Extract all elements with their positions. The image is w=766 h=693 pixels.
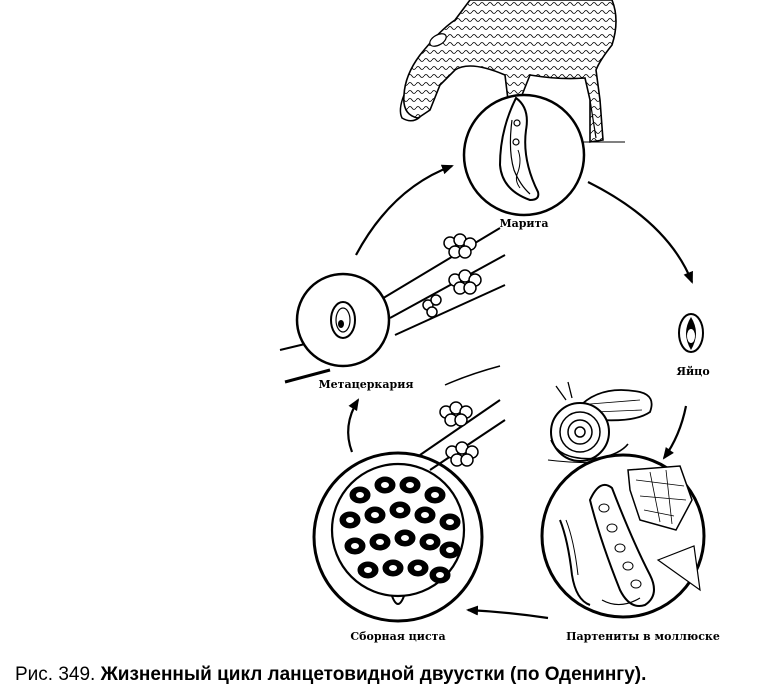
label-metacercaria: Метацеркария (319, 378, 414, 391)
label-marita: Марита (499, 217, 548, 230)
marita-stage: Марита (462, 93, 586, 230)
grass-with-cysts-lower (419, 365, 506, 471)
metacercaria-stage: Метацеркария (295, 272, 414, 391)
sheep-illustration (399, 0, 625, 151)
label-parthenites: Партениты в моллюске (566, 630, 720, 643)
label-cyst: Сборная циста (350, 630, 445, 643)
cycle-arrows (347, 164, 694, 620)
arrow-metacercaria-to-marita (355, 164, 454, 256)
arrow-cyst-to-metacercaria (347, 398, 360, 453)
arrow-marita-to-egg (587, 181, 694, 284)
caption-title: Жизненный цикл ланцетовидной двуустки (п… (100, 664, 647, 685)
label-egg: Яйцо (676, 365, 709, 378)
arrow-parthenites-to-cyst (466, 605, 549, 620)
cyst-stage: Сборная циста (312, 451, 484, 643)
arrow-egg-to-parthenites (662, 405, 688, 460)
caption-prefix: Рис. 349. (15, 664, 96, 685)
snail-illustration (547, 381, 653, 464)
figure-caption: Рис. 349. Жизненный цикл ланцетовидной д… (15, 664, 646, 686)
parthenites-stage: Партениты в моллюске (540, 453, 720, 643)
egg-stage: Яйцо (676, 313, 710, 378)
